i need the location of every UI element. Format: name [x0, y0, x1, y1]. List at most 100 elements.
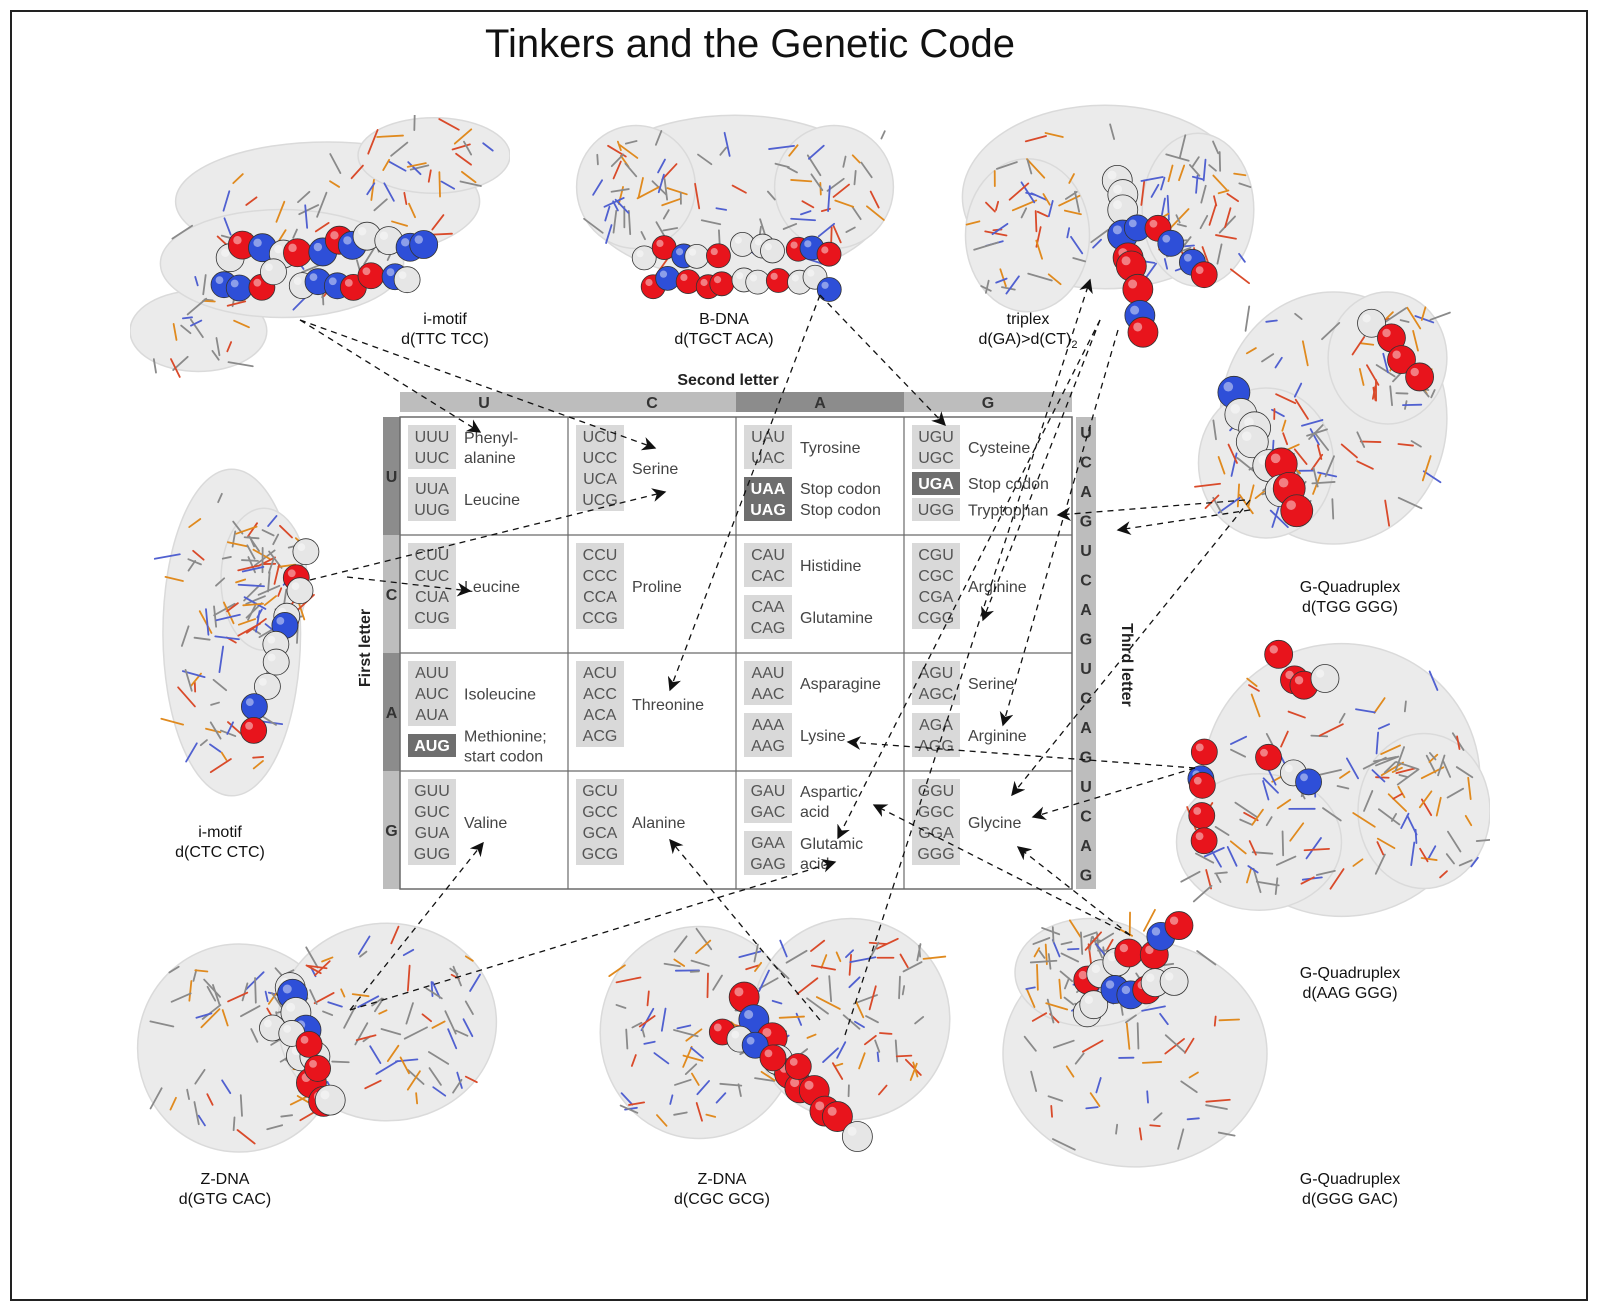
stick — [737, 1083, 742, 1097]
stick — [252, 548, 271, 560]
codon-CAU: CAU — [751, 547, 785, 564]
stick — [1301, 419, 1324, 427]
stick — [612, 160, 622, 180]
stick — [618, 144, 639, 159]
codon-CAG: CAG — [751, 620, 786, 637]
stick — [186, 297, 208, 316]
stick — [160, 717, 185, 726]
space-filling-atoms — [631, 231, 842, 302]
stick — [380, 1028, 402, 1036]
atom-highlight — [1241, 431, 1252, 441]
atom-sphere — [759, 1044, 787, 1072]
stick — [391, 220, 409, 227]
stick — [1338, 712, 1346, 724]
stick — [1161, 197, 1166, 216]
stick — [786, 166, 798, 174]
atom-highlight — [1286, 500, 1296, 510]
stick — [782, 223, 798, 230]
stick — [1437, 754, 1446, 777]
stick — [247, 602, 258, 621]
stick — [1316, 444, 1323, 460]
stick — [363, 245, 376, 265]
stick — [1387, 793, 1407, 812]
stick — [1305, 837, 1322, 860]
molecule-name: G-Quadruplex — [1299, 965, 1401, 982]
stick — [1398, 774, 1409, 779]
codon-AAA: AAA — [752, 717, 784, 734]
stick — [1318, 769, 1342, 776]
atom-highlight — [379, 231, 389, 240]
stick — [661, 163, 678, 181]
stick — [894, 1039, 899, 1063]
stick — [661, 198, 681, 207]
stick — [199, 739, 208, 747]
molecule-name: G-Quadruplex — [1299, 1171, 1401, 1188]
stick — [1394, 746, 1405, 772]
atom-highlight — [1223, 381, 1234, 392]
stick — [909, 1062, 918, 1081]
stick — [1234, 801, 1258, 818]
stick — [1373, 756, 1397, 763]
stick — [1238, 182, 1252, 188]
stick — [666, 187, 688, 196]
stick — [1026, 158, 1046, 179]
atom-highlight — [276, 617, 285, 625]
stick — [1226, 846, 1238, 867]
space-filling-atoms — [1101, 164, 1218, 348]
stick — [1186, 1117, 1200, 1121]
stick — [1308, 424, 1324, 440]
stick — [876, 1051, 880, 1063]
stick — [1375, 776, 1390, 779]
molecule-i-motif-ttc-tcc — [130, 115, 510, 378]
atom-sphere — [816, 277, 842, 302]
label-g-quadruplex-1: G-Quadruplex d(TGG GGG) — [1240, 578, 1460, 618]
codon-GUA: GUA — [415, 825, 450, 842]
stick — [299, 1110, 317, 1122]
stick — [304, 204, 309, 229]
codon-GUG: GUG — [414, 846, 450, 863]
molecule-name: G-Quadruplex — [1299, 579, 1401, 596]
stick — [1238, 252, 1246, 263]
stick — [1213, 1015, 1217, 1027]
stick — [202, 299, 216, 303]
stick — [1216, 243, 1223, 265]
stick — [810, 173, 824, 192]
stick — [1356, 431, 1366, 448]
stick — [1212, 174, 1228, 191]
stick — [305, 946, 319, 969]
stick — [242, 602, 264, 607]
second-letter-C: C — [646, 395, 658, 412]
stick — [700, 219, 722, 226]
stick — [462, 1018, 474, 1038]
atom-highlight — [1362, 314, 1371, 323]
codon-UGA: UGA — [918, 476, 954, 493]
stick — [1339, 770, 1351, 779]
stick — [1068, 173, 1075, 184]
stick — [694, 182, 701, 210]
stick — [1251, 808, 1264, 826]
stick — [800, 210, 812, 216]
stick — [1239, 818, 1253, 826]
stick — [1412, 330, 1419, 352]
stick — [1217, 189, 1230, 195]
stick — [1428, 752, 1437, 761]
atom-highlight — [1091, 964, 1101, 974]
codon-CGU: CGU — [918, 547, 954, 564]
codon-CAC: CAC — [751, 568, 785, 585]
amino-acid-label: Proline — [632, 579, 682, 596]
stick — [831, 1062, 844, 1080]
atom-highlight — [274, 244, 283, 254]
stick — [1383, 761, 1397, 774]
codon-UGG: UGG — [918, 502, 954, 519]
stick — [1136, 1022, 1140, 1050]
codon-GAA: GAA — [751, 835, 785, 852]
stick — [1406, 814, 1418, 836]
stick — [267, 515, 278, 527]
stick — [1188, 164, 1201, 177]
stick — [456, 1071, 463, 1089]
stick — [322, 1010, 334, 1016]
amino-acid-label: Tyrosine — [800, 440, 861, 457]
atom-highlight — [1113, 200, 1123, 210]
stick — [202, 274, 207, 296]
